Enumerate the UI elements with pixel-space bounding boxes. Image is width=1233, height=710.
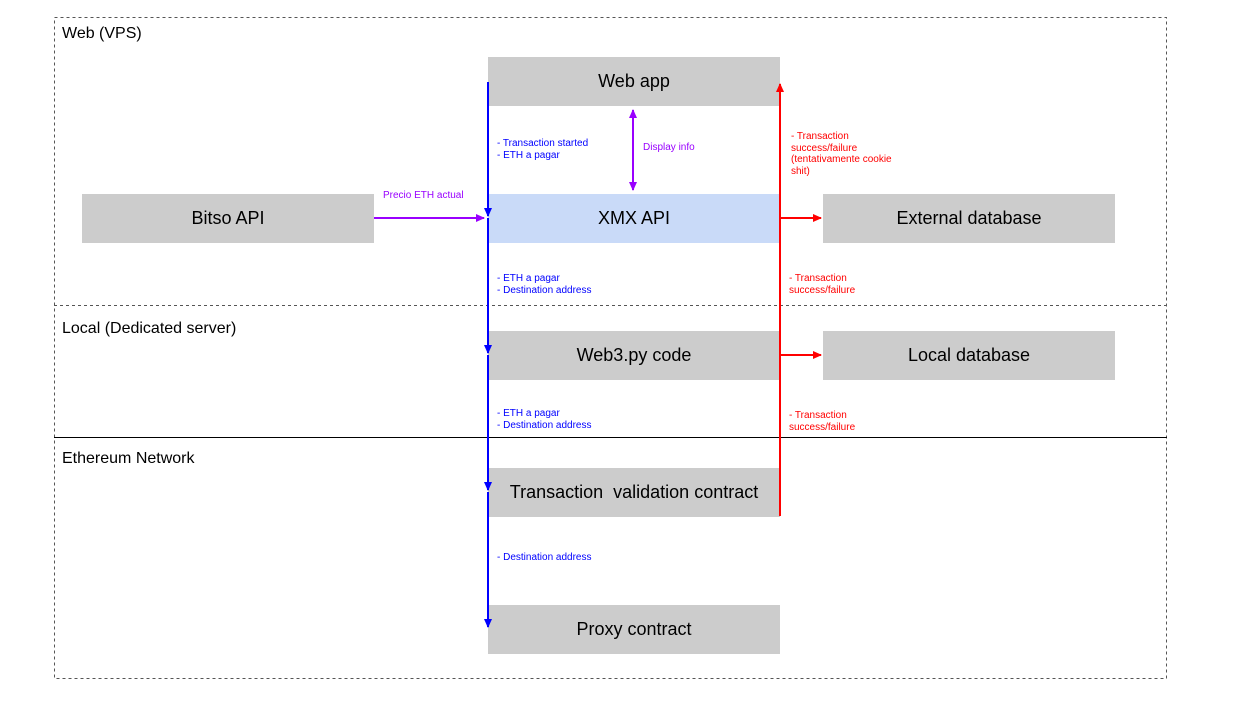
outer-frame [54, 17, 1167, 679]
zone-title-ethereum: Ethereum Network [62, 450, 195, 467]
label-line: - Transaction [791, 131, 849, 142]
label-xmx-to-web3: - ETH a pagar - Destination address [497, 273, 592, 296]
zone-title-local: Local (Dedicated server) [62, 320, 237, 337]
label-web3-to-validation: - ETH a pagar - Destination address [497, 408, 592, 431]
zone-title-web: Web (VPS) [62, 25, 142, 42]
label-line: - Destination address [497, 419, 592, 431]
node-web3-code: Web3.py code [488, 331, 780, 380]
label-line: success/failure [789, 421, 856, 433]
label-validation-to-proxy: - Destination address [497, 552, 592, 564]
node-bitso-api: Bitso API [82, 194, 374, 243]
node-xmx-api: XMX API [488, 194, 780, 243]
node-web-app: Web app [488, 57, 780, 106]
label-line: - Destination address [497, 552, 592, 563]
node-validation-contract: Transaction validation contract [488, 468, 780, 517]
label-line: shit) [791, 165, 810, 177]
label-line: (tentativamente cookie [791, 154, 892, 165]
label-line: - Transaction [789, 410, 847, 421]
label-result-to-webapp: - Transaction success/failure (tentativa… [791, 131, 892, 177]
label-display-info: Display info [643, 142, 695, 153]
label-precio-eth: Precio ETH actual [383, 190, 464, 201]
label-result-to-web3: - Transaction success/failure [789, 410, 855, 433]
label-line: - Transaction started [497, 138, 589, 149]
node-local-database: Local database [823, 331, 1115, 380]
label-line: - ETH a pagar [497, 149, 560, 161]
label-webapp-to-xmx: - Transaction started - ETH a pagar [497, 138, 588, 161]
label-result-to-xmx: - Transaction success/failure [789, 273, 855, 296]
label-line: - Destination address [497, 284, 592, 296]
label-line: success/failure [791, 142, 858, 154]
node-proxy-contract: Proxy contract [488, 605, 780, 654]
label-line: - Transaction [789, 273, 847, 284]
node-external-database: External database [823, 194, 1115, 243]
label-line: - ETH a pagar [497, 273, 560, 284]
label-line: success/failure [789, 284, 856, 296]
label-line: - ETH a pagar [497, 408, 560, 419]
